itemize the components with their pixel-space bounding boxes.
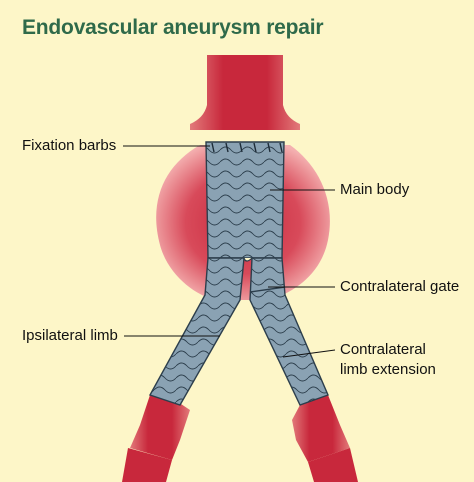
diagram-title: Endovascular aneurysm repair [22,16,324,39]
label-main-body: Main body [340,181,410,198]
label-fixation-barbs: Fixation barbs [22,137,117,154]
iliac-artery-right-side [292,395,350,462]
iliac-artery-left-side [130,395,190,460]
label-contralateral-gate: Contralateral gate [340,278,460,295]
contralateral-gate-seam [249,286,286,293]
label-contralateral-limb-ext-line2: limb extension [340,361,436,378]
aorta-neck [190,55,300,130]
fixation-barbs [211,142,283,153]
leader-contralateral-limb-ext [282,349,336,358]
label-ipsilateral-limb: Ipsilateral limb [22,327,118,344]
label-contralateral-limb-ext-line1: Contralateral [340,341,426,358]
